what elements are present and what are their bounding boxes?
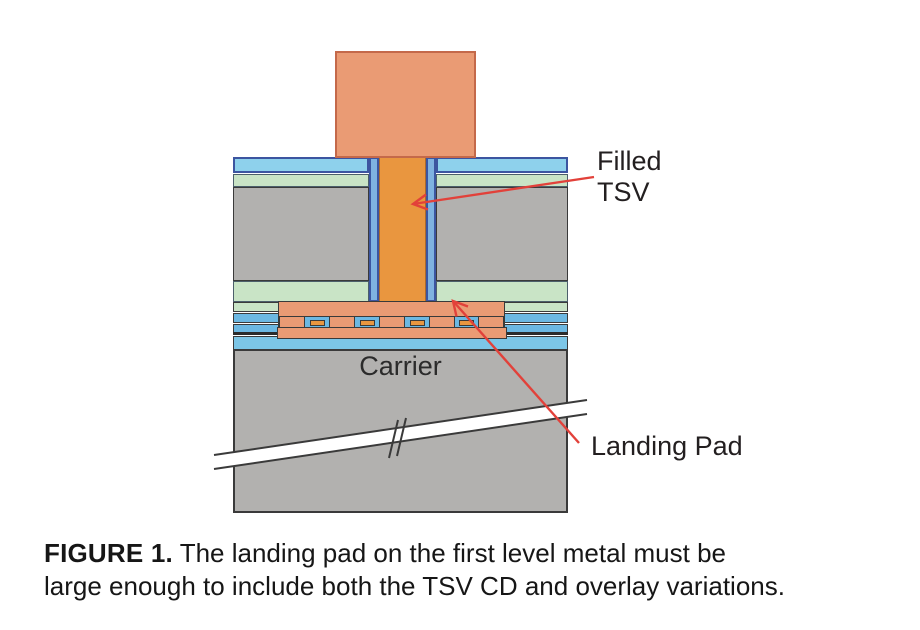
caption-line-1: FIGURE 1. The landing pad on the first l… — [44, 537, 889, 570]
caption-text-line1: The landing pad on the first level metal… — [179, 538, 727, 568]
ild-layer-right — [436, 174, 568, 187]
strip-green-right — [504, 302, 568, 312]
filled-tsv-label: Filled TSV — [597, 146, 662, 208]
strip-blue-upper-right — [504, 313, 568, 323]
figure-caption: FIGURE 1. The landing pad on the first l… — [44, 537, 889, 603]
via-connector — [478, 317, 504, 327]
via-connector — [279, 317, 305, 327]
tsv-column — [379, 157, 426, 302]
filled-tsv-label-line1: Filled — [597, 146, 662, 176]
strip-green-left — [233, 302, 279, 312]
carrier-label: Carrier — [359, 351, 442, 381]
tsv-liner-right — [426, 157, 436, 302]
via-dash — [410, 320, 425, 326]
interlayer-green-left — [233, 281, 369, 302]
copper-bump — [335, 51, 476, 158]
landing-pad-label: Landing Pad — [591, 431, 743, 461]
filled-tsv-label-line2: TSV — [597, 177, 650, 207]
oxide-layer-left — [233, 157, 369, 173]
via-connector — [379, 317, 405, 327]
ild-layer-left — [233, 174, 369, 187]
interlayer-green-right — [436, 281, 568, 302]
via-dash — [310, 320, 325, 326]
silicon-block-left — [233, 187, 369, 281]
landing-pad-top-bar — [278, 301, 505, 317]
silicon-block-right — [436, 187, 568, 281]
caption-figure-label: FIGURE 1. — [44, 538, 173, 568]
caption-text-line2: large enough to include both the TSV CD … — [44, 571, 785, 601]
tsv-liner-left — [369, 157, 379, 302]
via-connector — [329, 317, 355, 327]
via-dash — [360, 320, 375, 326]
via-connector — [429, 317, 455, 327]
oxide-layer-right — [436, 157, 568, 173]
landing-pad-bottom-bar — [277, 327, 507, 339]
via-dash — [459, 320, 474, 326]
strip-blue-upper-left — [233, 313, 279, 323]
